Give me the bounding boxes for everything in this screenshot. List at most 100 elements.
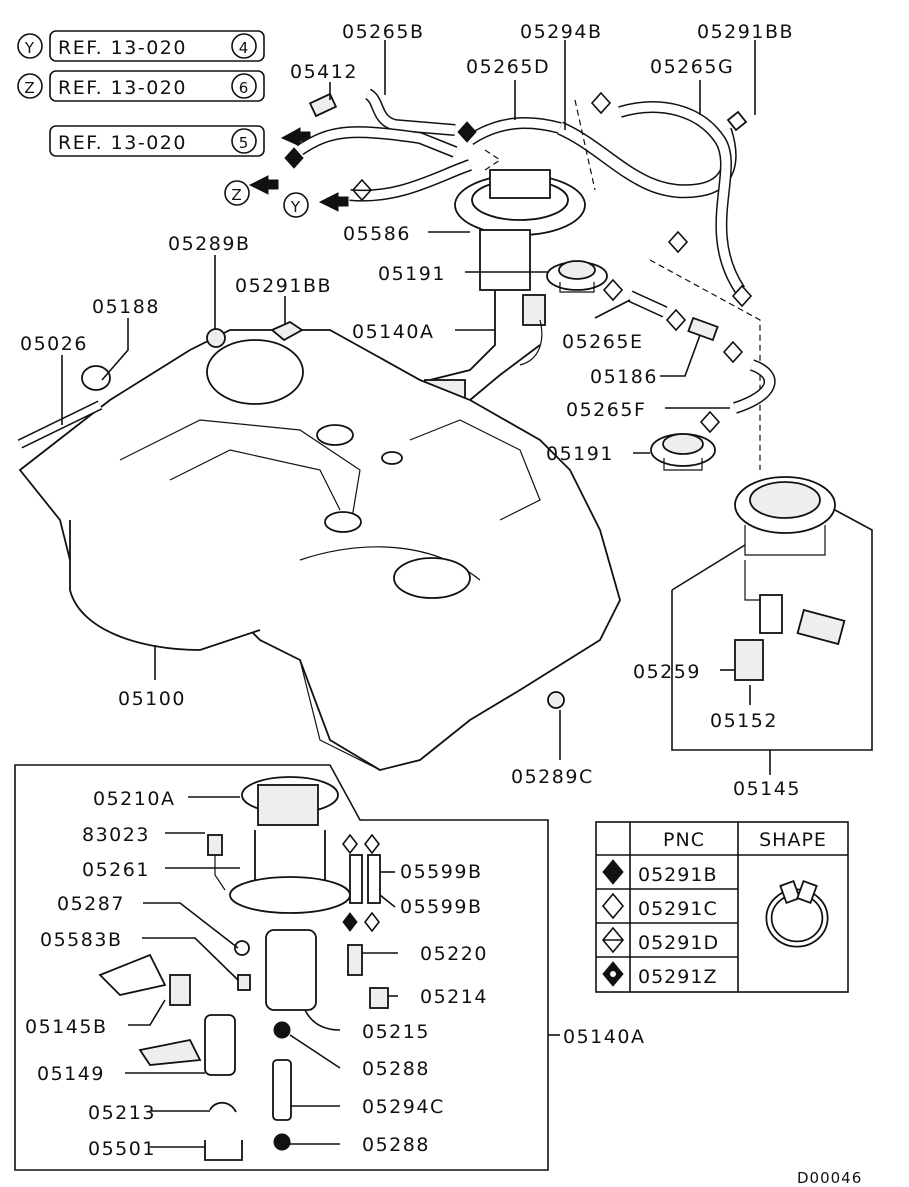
hose-05265D[interactable]	[467, 118, 562, 144]
holder-05501	[204, 1140, 243, 1161]
label-05210A: 05210A	[93, 788, 175, 810]
label-05501: 05501	[88, 1138, 156, 1160]
ref-y-text: REF. 13-020	[58, 37, 187, 59]
fuel-tank[interactable]	[18, 329, 621, 771]
o-ring-05287	[234, 940, 250, 956]
clamp-05291C-icon	[590, 91, 612, 115]
ref-y-box[interactable]	[49, 30, 265, 62]
label-05026: 05026	[20, 333, 88, 355]
clamp-05291B-icon	[284, 147, 304, 169]
ref-z-text: REF. 13-020	[58, 77, 187, 99]
label-05191-b: 05191	[546, 443, 614, 465]
lower-assembly-frame	[14, 764, 549, 1171]
diagram-code: D00046	[797, 1169, 862, 1187]
harness-83023	[207, 834, 223, 856]
upper-hoses	[296, 88, 761, 470]
diamond-half-icon	[601, 926, 625, 954]
clamp-05291C-icon	[665, 308, 687, 332]
diamond-outline-icon	[601, 892, 625, 920]
label-05220: 05220	[420, 943, 488, 965]
label-05265E: 05265E	[562, 331, 643, 353]
label-05291BB-top: 05291BB	[697, 21, 794, 43]
hose-05265E[interactable]	[628, 291, 667, 317]
ref-y-marker: Y	[24, 39, 35, 57]
label-05265D: 05265D	[466, 56, 550, 78]
ref-z-marker: Z	[24, 79, 35, 97]
label-05186: 05186	[590, 366, 658, 388]
cap-05191-a[interactable]	[546, 260, 608, 293]
arrow-y-label: Y	[290, 198, 301, 216]
sub-assembly-05145[interactable]	[671, 476, 873, 751]
o-ring-05288-b	[273, 1133, 291, 1151]
arrow-y-icon	[318, 192, 339, 212]
label-83023: 83023	[82, 824, 150, 846]
label-05294C: 05294C	[362, 1096, 445, 1118]
ref-z-marker-circle	[17, 73, 43, 99]
clamp-05291C-icon	[667, 230, 689, 254]
washer-05213	[209, 1101, 237, 1113]
ref-x-box[interactable]	[49, 125, 265, 157]
pump-05149	[204, 1014, 236, 1076]
ref-y-num: 4	[239, 39, 250, 57]
clamp-05291C-icon	[351, 178, 373, 202]
table-header-pnc: PNC	[663, 829, 705, 851]
ref-x-num-circle	[231, 128, 257, 154]
label-05291BB-mid: 05291BB	[235, 275, 332, 297]
ref-z-num-circle	[231, 73, 257, 99]
grommet-05188[interactable]	[81, 365, 111, 391]
table-pnc-3: 05291D	[638, 932, 719, 954]
clamp-05291C-icon	[699, 410, 721, 434]
hose-05265G[interactable]	[618, 102, 744, 293]
hose-05265B[interactable]	[365, 89, 456, 135]
clamp-05291C-icon	[722, 340, 744, 364]
clamp-05291BB-mid[interactable]	[270, 320, 304, 342]
label-05294B: 05294B	[520, 21, 602, 43]
nut-05289B[interactable]	[206, 328, 226, 348]
label-05145B: 05145B	[25, 1016, 107, 1038]
table-pnc-2: 05291C	[638, 898, 718, 920]
part-labels: 05265B 05294B 05291BB 05412 05265D 05265…	[20, 21, 862, 1187]
clamp-05291B-icon	[457, 121, 477, 143]
ref-arrows: Z Y	[224, 127, 349, 218]
connector-05412[interactable]	[308, 92, 338, 118]
label-05599B-b: 05599B	[400, 896, 482, 918]
right-small-hoses	[627, 290, 776, 414]
label-05583B: 05583B	[40, 929, 122, 951]
label-05140A-top: 05140A	[352, 321, 434, 343]
label-05145: 05145	[733, 778, 801, 800]
label-05265F: 05265F	[566, 399, 646, 421]
cap-05191-b[interactable]	[650, 433, 716, 471]
pnc-table: PNC SHAPE 05291B 05291C 05291D 05291Z	[595, 821, 849, 993]
tank-accessories	[17, 320, 565, 709]
nut-05289C[interactable]	[547, 691, 565, 709]
table-pnc-1: 05291B	[638, 864, 717, 886]
table-pnc-4: 05291Z	[638, 966, 717, 988]
hose-05265F[interactable]	[733, 360, 775, 413]
label-05188: 05188	[92, 296, 160, 318]
ref-z-box[interactable]	[49, 70, 265, 102]
label-05289B: 05289B	[168, 233, 250, 255]
label-05599B-a: 05599B	[400, 861, 482, 883]
valve-05186[interactable]	[687, 316, 719, 342]
diamond-filled-icon	[602, 859, 624, 885]
ref-x-num: 5	[239, 134, 250, 152]
clamp-05291C-icon	[602, 278, 624, 302]
label-05586: 05586	[343, 223, 411, 245]
label-05191-a: 05191	[378, 263, 446, 285]
label-05288-b: 05288	[362, 1134, 430, 1156]
label-05140A-bottom: 05140A	[563, 1026, 645, 1048]
ref-y-row: Y REF. 13-020 4	[17, 30, 265, 62]
hose-05599B-b	[367, 854, 381, 904]
tank-opening-sub	[393, 557, 471, 599]
strainer-05152[interactable]	[734, 639, 764, 681]
label-05100: 05100	[118, 688, 186, 710]
arrow-ref-x-icon	[280, 127, 301, 147]
lower-pump-assembly[interactable]	[98, 776, 389, 1161]
hose-05294B[interactable]	[557, 122, 736, 197]
sender-05145B	[98, 953, 167, 996]
ref-y-num-circle	[231, 33, 257, 59]
ref-y-marker-circle	[17, 33, 43, 59]
label-05214: 05214	[420, 986, 488, 1008]
clip-05583B	[237, 974, 251, 991]
